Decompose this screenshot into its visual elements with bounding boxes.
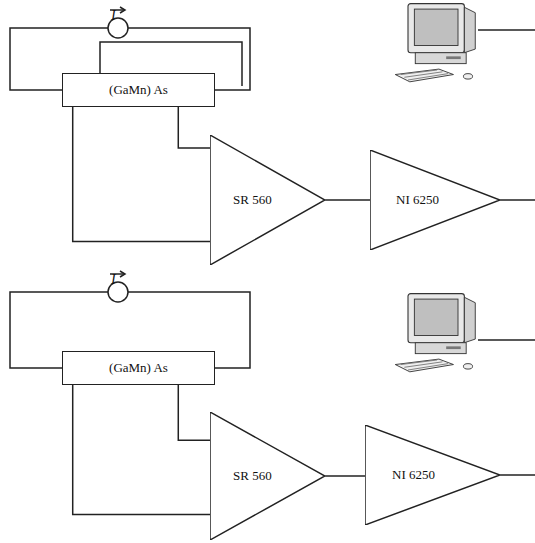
node-label: SR 560 [233,468,272,484]
signal-wire [178,385,210,440]
amplifier-triangle: NI 6250 [365,425,500,525]
signal-wire [73,107,210,242]
node-label: NI 6250 [392,467,435,483]
signal-wire [73,385,210,514]
signal-wire [325,475,365,477]
current-label: I [111,272,116,288]
current-label: I [111,8,116,24]
amplifier-triangle: NI 6250 [370,150,500,250]
signal-wire [325,199,370,201]
node-label: (GaMn) As [109,360,168,376]
sample-box: (GaMn) As [62,351,215,385]
signal-wire [178,107,210,148]
amplifier-triangle: SR 560 [210,135,325,265]
node-label: NI 6250 [396,192,439,208]
amplifier-triangle: SR 560 [210,412,325,540]
node-label: (GaMn) As [109,82,168,98]
sample-box: (GaMn) As [62,73,215,107]
node-label: SR 560 [233,192,272,208]
